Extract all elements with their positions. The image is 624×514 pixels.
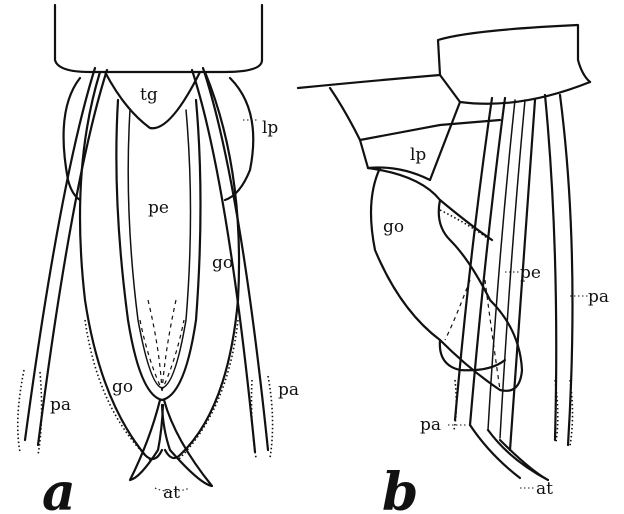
panel-a-label-pa-left: pa (50, 395, 71, 415)
panel-b-bristles-2 (440, 210, 490, 240)
panel-a: tg lp pe go go pa pa at a (18, 5, 299, 514)
panel-b-bristles-3 (454, 380, 456, 430)
panel-a-label-tg: tg (140, 85, 158, 105)
panel-b-label-pa-lower: pa (420, 415, 441, 435)
panel-a-letter: a (42, 462, 76, 514)
panel-a-label-pe: pe (148, 198, 169, 218)
panel-b-gonostyle (371, 168, 522, 391)
panel-b-paramere-2 (560, 95, 573, 445)
panel-b-lateral-plate-div (360, 120, 500, 140)
panel-a-label-lp: lp (262, 118, 278, 138)
panel-a-paramere-left-outer (25, 68, 95, 440)
panel-a-lateral-plate-right (225, 78, 253, 200)
panel-b-label-at: at (536, 479, 553, 499)
panel-b-label-go: go (383, 217, 404, 237)
panel-a-label-pa-right: pa (278, 380, 299, 400)
panel-b-apical-tip (488, 430, 548, 480)
panel-b: lp go pe pa pa at b (298, 25, 609, 514)
panel-a-label-at: at (163, 483, 180, 503)
panel-b-label-pe: pe (520, 263, 541, 283)
panel-b-top-segment (298, 25, 590, 88)
panel-a-aedeagus-dashed (140, 320, 184, 390)
panel-a-paramere-left-inner (38, 70, 107, 445)
panel-b-letter: b (382, 462, 418, 514)
panel-a-aedeagus-inner (128, 110, 190, 388)
panel-b-label-lp: lp (410, 145, 426, 165)
panel-a-aedeagus-dashed-2 (148, 300, 176, 392)
panel-b-label-pa-right: pa (588, 287, 609, 307)
panel-b-paramere-1 (545, 95, 556, 440)
panel-a-top-segment (55, 5, 262, 72)
panel-a-label-go-right: go (212, 253, 233, 273)
panel-a-label-go-lower: go (112, 377, 133, 397)
panel-a-bristles-gonostyle-right (178, 320, 238, 460)
panel-a-apical-tip-right (162, 400, 212, 486)
